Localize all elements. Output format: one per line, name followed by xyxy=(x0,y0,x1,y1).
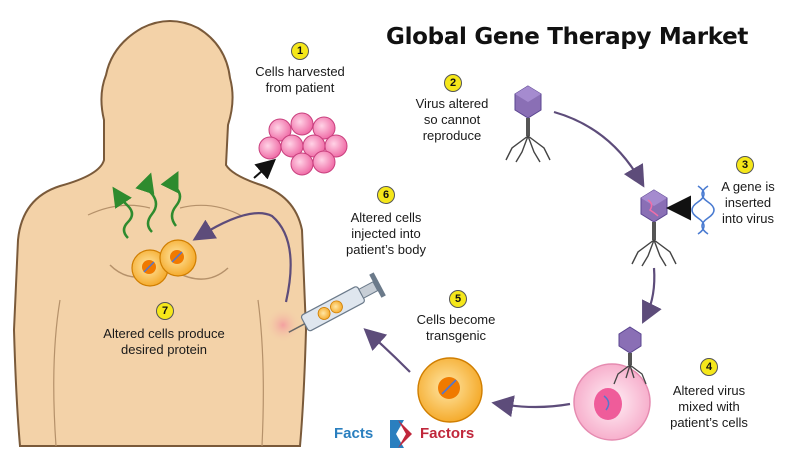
step-2-label: Virus altered so cannot reproduce xyxy=(402,96,502,144)
step-1-badge: 1 xyxy=(291,42,309,60)
dna-icon xyxy=(691,185,715,235)
logo-word-factors: Factors xyxy=(420,425,475,442)
step-1-line-1: Cells harvested xyxy=(255,64,345,79)
step-5-line-1: Cells become xyxy=(416,312,496,327)
step-4-line-3: patient’s cells xyxy=(670,415,748,430)
step-5-badge: 5 xyxy=(449,290,467,308)
step-5-line-2: transgenic xyxy=(426,328,486,343)
step-3-line-1: A gene is xyxy=(721,179,775,194)
process-arrows xyxy=(192,110,662,418)
step-4-badge: 4 xyxy=(700,358,718,376)
step-3-line-2: inserted xyxy=(724,195,772,210)
logo-mark xyxy=(390,420,412,448)
step-1-line-2: from patient xyxy=(265,80,335,95)
step-2-badge: 2 xyxy=(444,74,462,92)
step-6-badge: 6 xyxy=(377,186,395,204)
step-6-label: Altered cells injected into patient’s bo… xyxy=(336,210,436,258)
step-6-line-2: injected into xyxy=(351,226,421,241)
patient-cell-with-virus xyxy=(573,326,651,441)
step-5-label: Cells become transgenic xyxy=(406,312,506,344)
step-4-line-1: Altered virus xyxy=(672,383,746,398)
syringe-icon xyxy=(288,272,386,333)
logo-word-facts: Facts xyxy=(334,425,374,442)
step-3-badge: 3 xyxy=(736,156,754,174)
step-6-line-1: Altered cells xyxy=(350,210,422,225)
harvested-cells xyxy=(258,112,348,176)
arrow-harvest xyxy=(253,158,277,180)
step-4-label: Altered virus mixed with patient’s cells xyxy=(664,383,754,431)
facts-and-factors-logo: Facts Factors xyxy=(334,418,494,448)
step-2-line-3: reproduce xyxy=(422,128,482,143)
chest-cells xyxy=(131,239,197,287)
human-torso xyxy=(12,20,308,447)
step-7-line-1: Altered cells produce xyxy=(103,326,225,341)
step-2-line-2: so cannot xyxy=(423,112,481,127)
step-7-badge: 7 xyxy=(156,302,174,320)
step-2-line-1: Virus altered xyxy=(415,96,489,111)
step-7-line-2: desired protein xyxy=(121,342,207,357)
virus-icon xyxy=(505,85,551,163)
step-6-line-3: patient’s body xyxy=(346,242,426,257)
modified-virus-icon xyxy=(631,189,677,267)
diagram-title: Global Gene Therapy Market xyxy=(386,24,749,50)
step-4-line-2: mixed with xyxy=(678,399,740,414)
protein-arrows xyxy=(112,171,182,239)
step-3-label: A gene is inserted into virus xyxy=(710,179,786,227)
step-7-label: Altered cells produce desired protein xyxy=(90,326,238,358)
transgenic-cell xyxy=(417,357,483,423)
step-3-line-3: into virus xyxy=(721,211,775,226)
step-1-label: Cells harvested from patient xyxy=(240,64,360,96)
